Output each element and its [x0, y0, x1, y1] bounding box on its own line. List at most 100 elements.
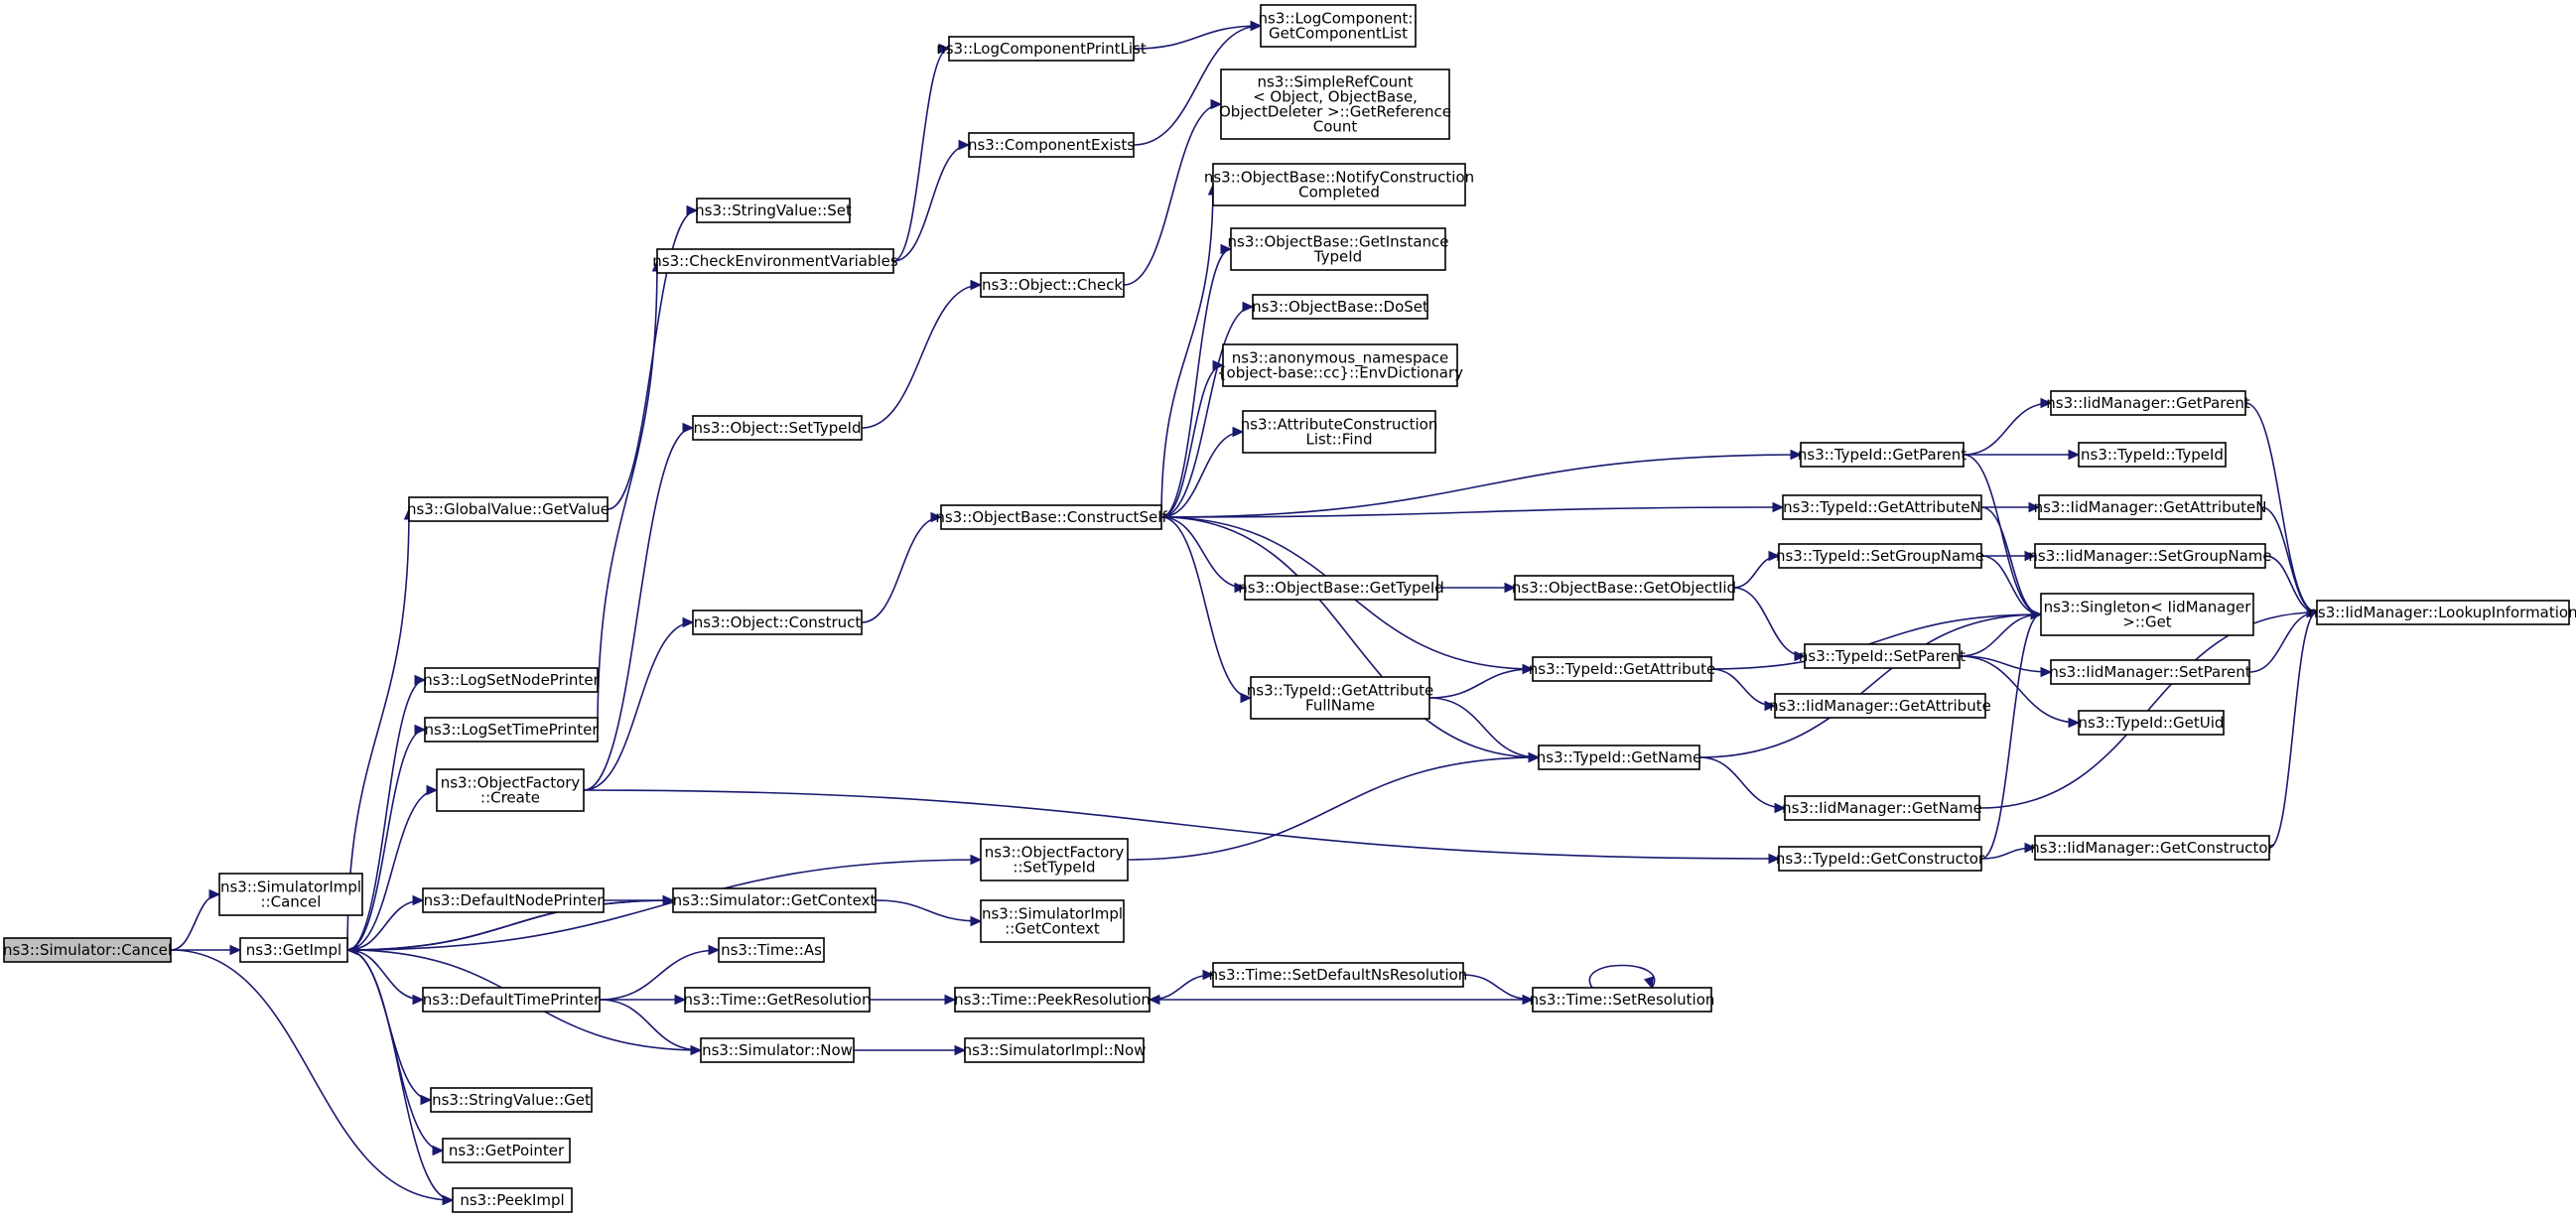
- node-label: TypeId: [1313, 248, 1362, 266]
- node-componentexists[interactable]: ns3::ComponentExists: [968, 132, 1135, 158]
- node-iid-getparent[interactable]: ns3::IidManager::GetParent: [2046, 390, 2250, 416]
- node-box: [424, 717, 599, 743]
- edge-ob_constructself-to-ob_gettypeid: [1160, 516, 1247, 594]
- node-peekimpl[interactable]: ns3::PeekImpl: [452, 1187, 573, 1213]
- node-label: ns3::IidManager::SetParent: [2049, 663, 2250, 681]
- node-checkenv[interactable]: ns3::CheckEnvironmentVariables: [652, 248, 898, 274]
- edge-typeid_getattributen-to-iid_getattributen: [1981, 501, 2041, 513]
- node-time-getresolution[interactable]: ns3::Time::GetResolution: [684, 987, 872, 1013]
- node-box: [2038, 494, 2262, 520]
- node-box: [1222, 343, 1458, 387]
- node-objfactory-create[interactable]: ns3::ObjectFactory::Create: [436, 768, 585, 812]
- node-time-setresolution[interactable]: ns3::Time::SetResolution: [1530, 987, 1715, 1013]
- node-anon-envdict[interactable]: ns3::anonymous_namespace{object-base::cc…: [1217, 343, 1463, 387]
- node-typeid-getuid[interactable]: ns3::TypeId::GetUid: [2078, 710, 2225, 736]
- node-logsetnodeprinter[interactable]: ns3::LogSetNodePrinter: [423, 667, 601, 693]
- node-label: ns3::IidManager::SetGroupName: [2028, 547, 2271, 565]
- node-ob-getobjectiid[interactable]: ns3::ObjectBase::GetObjectIid: [1512, 575, 1736, 601]
- node-label: ns3::CheckEnvironmentVariables: [652, 252, 898, 270]
- node-typeid-getattribute[interactable]: ns3::TypeId::GetAttribute: [1529, 656, 1715, 682]
- node-iid-getconstructor[interactable]: ns3::IidManager::GetConstructor: [2030, 835, 2275, 861]
- node-objfactory-settypeid[interactable]: ns3::ObjectFactory::SetTypeId: [980, 838, 1129, 881]
- node-simimpl-now[interactable]: ns3::SimulatorImpl::Now: [963, 1037, 1147, 1063]
- node-getimpl[interactable]: ns3::GetImpl: [239, 937, 348, 963]
- node-stringvalue-set[interactable]: ns3::StringValue::Set: [695, 198, 852, 223]
- node-box: [684, 987, 871, 1013]
- node-label: ns3::SimulatorImpl::Now: [963, 1041, 1147, 1059]
- node-time-setdefaultnsres[interactable]: ns3::Time::SetDefaultNsResolution: [1209, 962, 1468, 988]
- node-label: ns3::SimulatorImpl: [220, 879, 361, 896]
- node-typeid-setgroupname[interactable]: ns3::TypeId::SetGroupName: [1776, 543, 1984, 569]
- edge-ob_gettypeid-to-ob_getobjectiid: [1437, 582, 1517, 594]
- node-box: [1220, 68, 1450, 140]
- edge-defaultnodeprinter-to-sim_getcontext: [603, 894, 675, 906]
- node-ob-gettypeid[interactable]: ns3::ObjectBase::GetTypeId: [1238, 575, 1444, 601]
- edge-getimpl-to-peekimpl: [346, 949, 455, 1206]
- node-logcompprintlist[interactable]: ns3::LogComponentPrintList: [936, 36, 1147, 62]
- node-typeid-getname[interactable]: ns3::TypeId::GetName: [1537, 745, 1701, 770]
- node-iid-getattribute[interactable]: ns3::IidManager::GetAttribute: [1769, 693, 1991, 719]
- node-defaultnodeprinter[interactable]: ns3::DefaultNodePrinter: [422, 887, 605, 913]
- node-box: [2050, 390, 2246, 416]
- node-box: [1532, 987, 1712, 1013]
- node-label: ns3::Time::SetResolution: [1530, 991, 1715, 1009]
- node-label: ns3::TypeId::GetAttribute: [1247, 682, 1433, 700]
- node-label: ns3::IidManager::GetParent: [2046, 394, 2250, 412]
- node-typeid-typeid[interactable]: ns3::TypeId::TypeId: [2078, 442, 2227, 468]
- node-sim-cancel[interactable]: ns3::Simulator::Cancel: [3, 937, 172, 963]
- node-label: ns3::Object::Check: [982, 276, 1123, 294]
- node-iid-setparent[interactable]: ns3::IidManager::SetParent: [2049, 659, 2251, 685]
- node-iid-setgroupname[interactable]: ns3::IidManager::SetGroupName: [2028, 543, 2272, 569]
- node-singleton-get[interactable]: ns3::Singleton< IidManager>::Get: [2040, 593, 2254, 636]
- node-box: [2034, 835, 2270, 861]
- node-iid-lookupinfo[interactable]: ns3::IidManager::LookupInformation: [2308, 600, 2576, 625]
- node-box: [1800, 442, 1965, 468]
- node-simimpl-getcontext[interactable]: ns3::SimulatorImpl::GetContext: [980, 899, 1125, 943]
- node-getpointer[interactable]: ns3::GetPointer: [442, 1138, 571, 1163]
- node-box: [239, 937, 348, 963]
- edge-sim_cancel-to-simimpl_cancel: [170, 888, 221, 951]
- node-logsettimeprinter[interactable]: ns3::LogSetTimePrinter: [424, 717, 599, 743]
- node-sim-now[interactable]: ns3::Simulator::Now: [700, 1037, 855, 1063]
- node-object-construct[interactable]: ns3::Object::Construct: [692, 610, 863, 635]
- node-box: [452, 1187, 573, 1213]
- node-ob-constructself[interactable]: ns3::ObjectBase::ConstructSelf: [935, 504, 1167, 530]
- node-ob-doset[interactable]: ns3::ObjectBase::DoSet: [1252, 294, 1428, 320]
- node-time-peekresolution[interactable]: ns3::Time::PeekResolution: [954, 987, 1151, 1013]
- node-label: ::Cancel: [261, 893, 322, 911]
- node-stringvalue-get[interactable]: ns3::StringValue::Get: [430, 1087, 593, 1113]
- node-typeid-setparent[interactable]: ns3::TypeId::SetParent: [1799, 643, 1966, 669]
- node-label: ns3::Time::As: [721, 941, 822, 959]
- node-typeid-getconstructor[interactable]: ns3::TypeId::GetConstructor: [1776, 846, 1985, 872]
- node-ob-notify[interactable]: ns3::ObjectBase::NotifyConstructionCompl…: [1204, 163, 1474, 206]
- node-sim-getcontext[interactable]: ns3::Simulator::GetContext: [672, 887, 877, 913]
- node-typeid-getparent[interactable]: ns3::TypeId::GetParent: [1798, 442, 1966, 468]
- edge-ob_constructself-to-ob_getinstance: [1160, 243, 1233, 518]
- node-logcomp-getlist[interactable]: ns3::LogComponent::GetComponentList: [1259, 4, 1419, 48]
- node-gv-getvalue[interactable]: ns3::GlobalValue::GetValue: [407, 496, 610, 522]
- node-defaulttimeprinter[interactable]: ns3::DefaultTimePrinter: [422, 987, 601, 1013]
- node-box: [1242, 410, 1436, 454]
- edge-typeid_setgroupname-to-iid_setgroupname: [1981, 550, 2037, 562]
- node-simimpl-cancel[interactable]: ns3::SimulatorImpl::Cancel: [218, 873, 363, 916]
- node-time-as[interactable]: ns3::Time::As: [718, 937, 825, 963]
- edge-iid_setparent-to-iid_lookupinfo: [2248, 607, 2319, 673]
- node-box: [408, 496, 609, 522]
- node-label: ns3::TypeId::GetUid: [2079, 714, 2225, 732]
- node-object-check[interactable]: ns3::Object::Check: [980, 272, 1125, 298]
- edge-typeid_getparent-to-singleton_get: [1963, 454, 2043, 620]
- node-label: ns3::TypeId::GetAttribute: [1529, 660, 1715, 678]
- node-label: ns3::Simulator::Now: [702, 1041, 853, 1059]
- edge-ob_constructself-to-attrconslist_find: [1160, 426, 1245, 518]
- node-iid-getattributen[interactable]: ns3::IidManager::GetAttributeN: [2034, 494, 2267, 520]
- node-typeid-getattributen[interactable]: ns3::TypeId::GetAttributeN: [1782, 494, 1982, 520]
- node-box: [968, 132, 1135, 158]
- node-box: [1532, 656, 1712, 682]
- node-simplerefcount[interactable]: ns3::SimpleRefCount< Object, ObjectBase,…: [1219, 68, 1451, 140]
- node-label: {object-base::cc}::EnvDictionary: [1217, 364, 1463, 382]
- node-object-settypeid[interactable]: ns3::Object::SetTypeId: [692, 415, 863, 441]
- node-iid-getname[interactable]: ns3::IidManager::GetName: [1782, 795, 1982, 821]
